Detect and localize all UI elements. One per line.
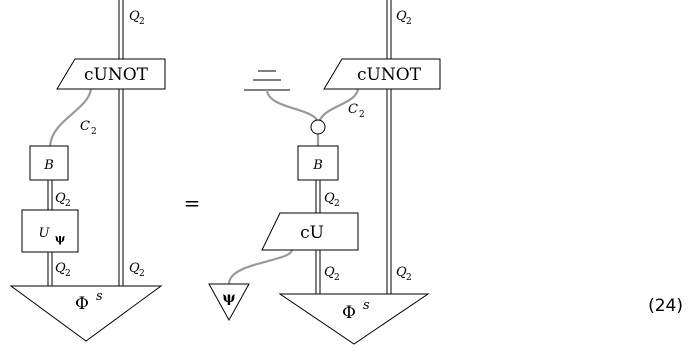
rhs-b-label: B [312,158,323,173]
lhs-q2-top-subscript: 2 [139,17,145,27]
rhs-cunot-label: cUNOT [357,65,422,85]
rhs-c2-subscript: 2 [359,110,365,120]
lhs-c2-label: C [80,119,90,134]
rhs-psi-triangle [208,283,250,322]
lhs-c2-subscript: 2 [91,127,97,137]
lhs-cunot-label: cUNOT [84,65,149,85]
lhs-phi-label: Φ [75,294,89,314]
equation-number: (24) [648,296,683,316]
lhs-classical-wire [48,88,93,147]
lhs-q2-low-right-subscript: 2 [139,269,145,279]
rhs-phi-superscript: s [363,298,370,313]
lhs-b-box [29,145,69,181]
rhs-cu-box [261,212,359,251]
lhs-q2-low-left-subscript: 2 [65,269,71,279]
rhs-b-box [297,145,339,181]
lhs-q2-mid-label: Q [55,191,66,206]
rhs-copy-dot [310,119,326,135]
rhs-phi-triangle [278,293,430,345]
rhs-cu-label-c: cU [300,223,324,243]
rhs-diagram: cUNOT C 2 B cU ψ Φ s Q 2 Q 2 Q 2 Q [208,0,441,345]
rhs-q2-low-left-label: Q [324,265,335,280]
rhs-psi-label: ψ [222,290,235,306]
lhs-q2-mid-subscript: 2 [65,199,71,209]
lhs-u-subscript: ψ [55,232,65,245]
rhs-phi-label: Φ [342,303,356,323]
lhs-q2-top-label: Q [129,9,140,24]
rhs-q2-low-right-subscript: 2 [406,273,412,283]
rhs-q2-top-subscript: 2 [406,17,412,27]
rhs-q2-low-right-label: Q [396,265,407,280]
rhs-cunot-box [323,58,441,90]
lhs-cunot-box [56,58,166,90]
rhs-q2-mid-subscript: 2 [334,199,340,209]
lhs-diagram: cUNOT B U ψ Φ s Q 2 C 2 Q 2 Q 2 Q 2 [9,0,166,342]
rhs-cu-label: cU [300,223,324,243]
lhs-phi-triangle [9,285,163,342]
rhs-classical-wire-cunot [318,88,360,121]
lhs-u-box [21,209,79,253]
lhs-phi-superscript: s [96,289,103,304]
lhs-q2-low-right-label: Q [129,261,140,276]
lhs-b-label: B [43,158,54,173]
lhs-q2-low-left-label: Q [55,261,66,276]
rhs-q2-low-left-subscript: 2 [334,273,340,283]
equals-sign: = [184,191,201,215]
lhs-u-label: U [39,226,51,241]
rhs-q2-mid-label: Q [324,191,335,206]
rhs-classical-wire-psi [227,249,294,285]
rhs-q2-top-label: Q [396,9,407,24]
rhs-c2-label: C [348,102,358,117]
rhs-classical-wire-discard [265,89,318,121]
